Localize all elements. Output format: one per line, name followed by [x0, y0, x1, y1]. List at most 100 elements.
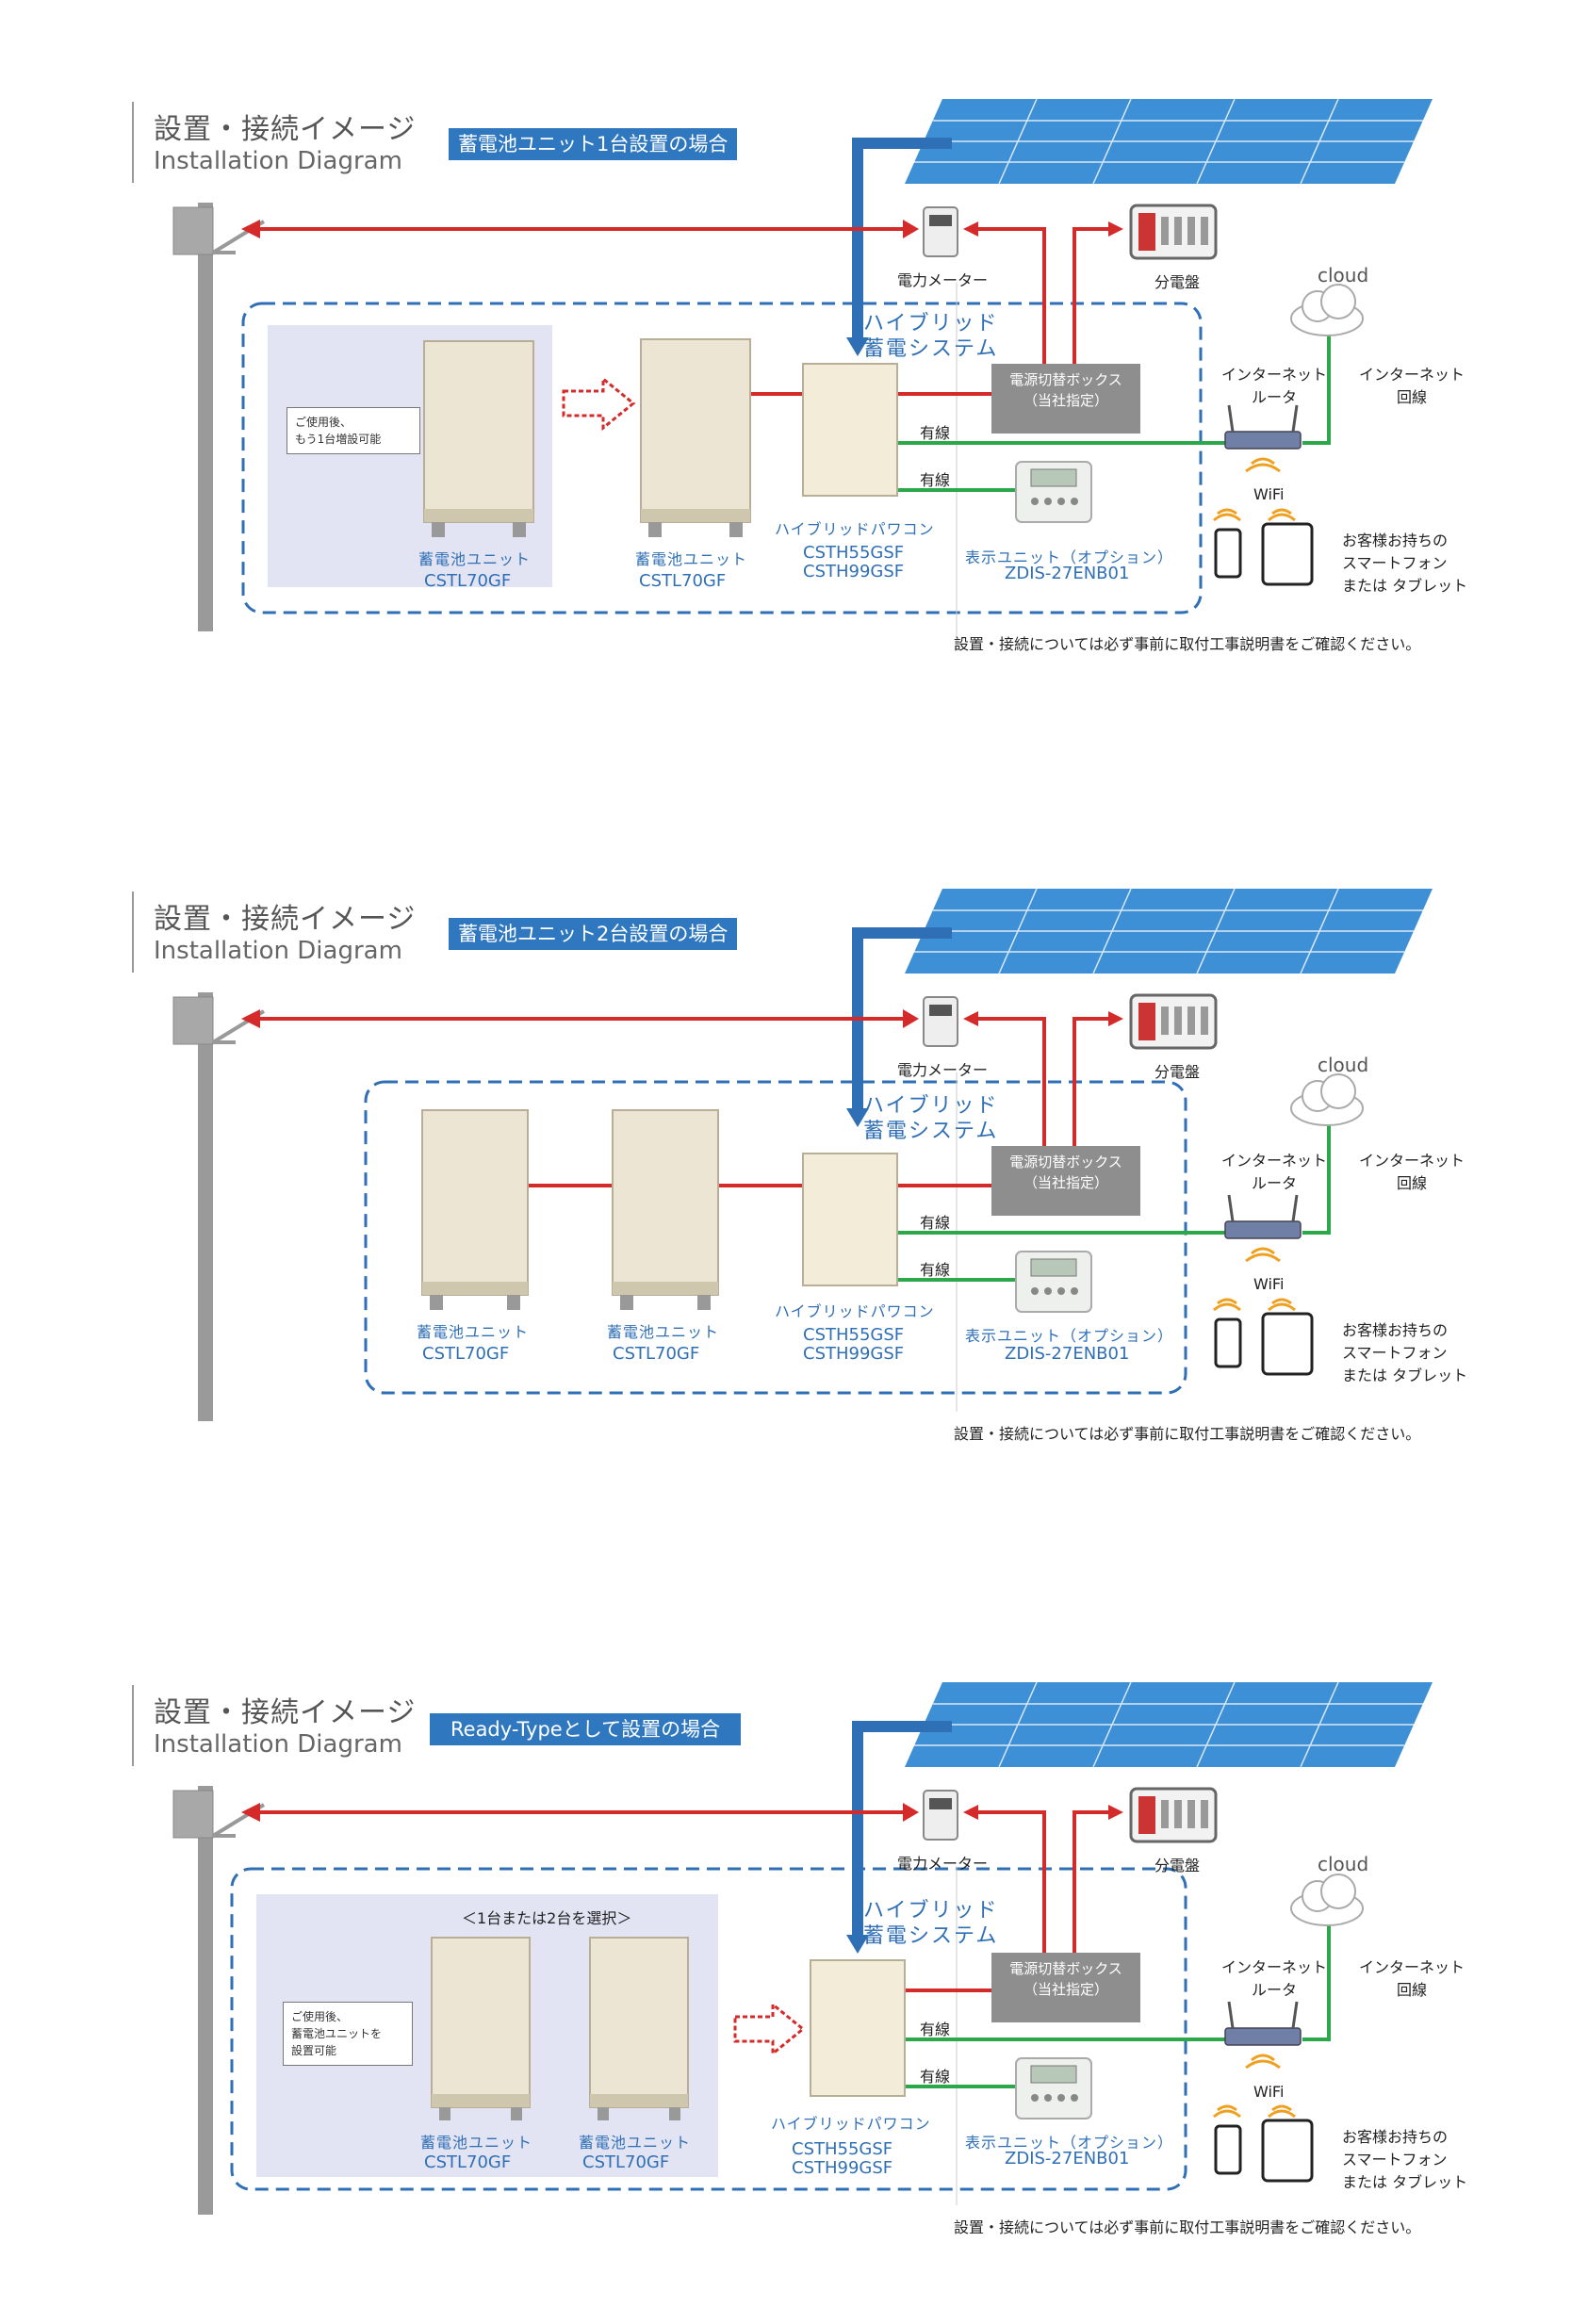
power-meter-label: 電力メーター	[897, 1061, 989, 1079]
cloud-icon	[1290, 1073, 1364, 1126]
battery-unit-label: 蓄電池ユニット	[607, 1323, 720, 1341]
wifi-label: WiFi	[1253, 1275, 1285, 1293]
diagram-svg	[172, 888, 1433, 1421]
title-ja: 設置・接続イメージ	[154, 113, 417, 146]
display-unit-label: 表示ユニット（オプション）	[965, 2134, 1174, 2152]
pcs-label: ハイブリッドパワコン	[775, 1302, 935, 1320]
cloud-label: cloud	[1318, 1853, 1369, 1875]
title-ja: 設置・接続イメージ	[154, 1696, 417, 1729]
wired-label: 有線	[920, 424, 951, 442]
wifi-label: WiFi	[1253, 2083, 1285, 2101]
case-badge: 蓄電池ユニット1台設置の場合	[449, 128, 738, 160]
hybrid-system-label: ハイブリッド 蓄電システム	[863, 1094, 999, 1143]
customer-device-label: お客様お持ちの スマートフォン または タブレット	[1342, 532, 1468, 595]
router-icon	[1224, 404, 1302, 473]
dc-line	[852, 138, 952, 339]
tablet-icon	[1261, 2119, 1314, 2183]
display-unit-label: 表示ユニット（オプション）	[965, 1327, 1174, 1345]
battery-unit-label: 蓄電池ユニット	[635, 550, 748, 568]
battery-unit-label: 蓄電池ユニット	[418, 550, 532, 568]
diagram-svg	[172, 1681, 1433, 2215]
title-en: Installation Diagram	[154, 147, 402, 175]
pcs-label: ハイブリッドパワコン	[775, 520, 935, 538]
pcs-label: ハイブリッドパワコン	[771, 2115, 931, 2133]
hybrid-power-conditioner	[802, 363, 898, 497]
battery-model-label: CSTL70GF	[422, 1344, 510, 1364]
title-rule	[132, 1685, 134, 1766]
selection-note: ＜1台または2台を選択＞	[462, 1909, 632, 1927]
title-en: Installation Diagram	[154, 937, 402, 965]
pcs-model-label: CSTH55GSF	[792, 2139, 893, 2159]
smartphone-icon	[1214, 1317, 1242, 1368]
display-model-label: ZDIS-27ENB01	[1005, 564, 1130, 583]
hybrid-power-conditioner	[802, 1153, 898, 1286]
wired-label: 有線	[920, 1261, 951, 1279]
display-model-label: ZDIS-27ENB01	[1005, 2149, 1130, 2169]
router-label: インターネット ルータ	[1221, 366, 1328, 406]
pcs-model-label: CSTH55GSF	[803, 543, 905, 563]
power-meter	[923, 1790, 958, 1841]
display-unit-label: 表示ユニット（オプション）	[965, 548, 1174, 566]
battery-unit-label: 蓄電池ユニット	[579, 2134, 692, 2152]
utility-pole	[198, 203, 213, 631]
power-meter-label: 電力メーター	[897, 1855, 989, 1873]
customer-device-label: お客様お持ちの スマートフォン または タブレット	[1342, 2128, 1468, 2191]
system-frame	[230, 1867, 1187, 2191]
pcs-model-label: CSTH99GSF	[792, 2158, 893, 2178]
switch-box: 電源切替ボックス （当社指定）	[991, 364, 1140, 434]
power-meter	[923, 206, 958, 257]
battery-unit	[640, 338, 751, 523]
title-rule	[132, 102, 134, 183]
system-frame	[241, 302, 1203, 614]
power-meter	[923, 996, 958, 1047]
display-model-label: ZDIS-27ENB01	[1005, 1344, 1130, 1364]
solar-panel	[905, 1681, 1433, 1768]
title-ja: 設置・接続イメージ	[154, 903, 417, 936]
title-rule	[132, 892, 134, 973]
wired-label: 有線	[920, 2068, 951, 2086]
title-en: Installation Diagram	[154, 1730, 402, 1759]
pcs-model-label: CSTH55GSF	[803, 1325, 905, 1345]
footer-note: 設置・接続については必ず事前に取付工事説明書をご確認ください。	[954, 635, 1421, 653]
distribution-board-label: 分電盤	[1154, 1857, 1201, 1874]
battery-unit	[612, 1109, 719, 1296]
hybrid-power-conditioner	[810, 1959, 906, 2097]
panel-3: 設置・接続イメージ Installation Diagram Ready-Typ…	[0, 1583, 1572, 2243]
pcs-model-label: CSTH99GSF	[803, 562, 905, 581]
internet-line-label: インターネット 回線	[1359, 366, 1466, 406]
switch-box: 電源切替ボックス （当社指定）	[991, 1953, 1140, 2022]
router-icon	[1224, 1194, 1302, 1263]
case-badge: 蓄電池ユニット2台設置の場合	[449, 918, 738, 950]
cloud-icon	[1290, 284, 1364, 336]
cloud-label: cloud	[1318, 264, 1369, 286]
router-label: インターネット ルータ	[1221, 1152, 1328, 1192]
router-label: インターネット ルータ	[1221, 1958, 1328, 1999]
battery-unit	[423, 340, 534, 523]
battery-model-label: CSTL70GF	[424, 571, 512, 591]
case-badge: Ready-Typeとして設置の場合	[430, 1713, 742, 1745]
battery-unit-label: 蓄電池ユニット	[420, 2134, 533, 2152]
power-meter-label: 電力メーター	[897, 271, 989, 289]
diagram-svg	[172, 98, 1433, 650]
expansion-arrow	[733, 2001, 806, 2057]
expansion-note: ご使用後、 もう1台増設可能	[287, 407, 420, 454]
hybrid-system-label: ハイブリッド 蓄電システム	[863, 1899, 999, 1948]
panel-2: 設置・接続イメージ Installation Diagram 蓄電池ユニット2台…	[0, 790, 1572, 1449]
battery-unit-label: 蓄電池ユニット	[417, 1323, 530, 1341]
wired-label: 有線	[920, 471, 951, 489]
pcs-model-label: CSTH99GSF	[803, 1344, 905, 1364]
switch-box: 電源切替ボックス （当社指定）	[991, 1146, 1140, 1216]
solar-panel	[905, 888, 1433, 974]
tablet-icon	[1261, 1312, 1314, 1376]
customer-device-label: お客様お持ちの スマートフォン または タブレット	[1342, 1321, 1468, 1384]
wifi-label: WiFi	[1253, 485, 1285, 503]
expansion-note: ご使用後、 蓄電池ユニットを 設置可能	[283, 2002, 413, 2066]
battery-model-label: CSTL70GF	[639, 571, 727, 591]
internet-line-label: インターネット 回線	[1359, 1152, 1466, 1192]
battery-model-label: CSTL70GF	[582, 2152, 670, 2172]
distribution-board-label: 分電盤	[1154, 1063, 1201, 1081]
cloud-icon	[1290, 1874, 1364, 1926]
smartphone-icon	[1214, 2124, 1242, 2175]
system-frame	[364, 1080, 1187, 1395]
router-icon	[1224, 2001, 1302, 2070]
